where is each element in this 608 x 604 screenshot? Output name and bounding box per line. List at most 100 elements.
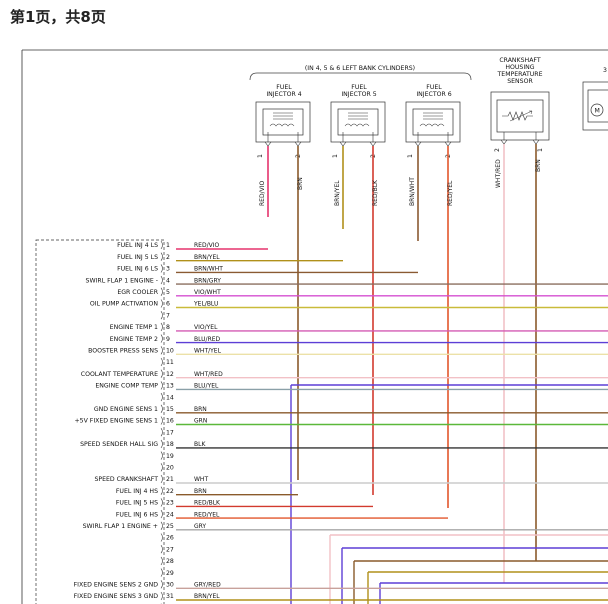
pin-number: 8: [166, 324, 170, 331]
wire-color-label: WHT/YEL: [194, 348, 222, 355]
fuel-injector-5: FUEL INJECTOR 5 1 2: [330, 84, 386, 158]
wire-color-label: RED/BLK: [194, 500, 221, 507]
wire-label-brn-yel: BRN/YEL: [334, 180, 341, 206]
wire-color-label: VIO/WHT: [194, 289, 221, 296]
ecm-pin-row-31: 31 FIXED ENGINE SENS 3 GND BRN/YEL: [74, 591, 608, 601]
pin-number: 19: [166, 453, 174, 460]
pin-number: 11: [166, 359, 174, 366]
wire-color-label: BLK: [194, 441, 206, 448]
wire-color-label: BRN/YEL: [194, 254, 220, 261]
pin-signal-name: FIXED ENGINE SENS 2 GND: [74, 582, 159, 589]
vertical-wire-labels: RED/VIO BRN BRN/YEL RED/BLK BRN/WHT RED/…: [259, 159, 542, 206]
ecm-pin-row-11: 11: [160, 357, 174, 366]
crank-sensor-pin-1: 1: [537, 148, 544, 152]
pin-signal-name: FUEL INJ 6 LS: [117, 266, 158, 273]
partial-component-label: 3: [603, 67, 607, 74]
ecm-pin-row-13: 13 ENGINE COMP TEMP BLU/YEL: [95, 381, 608, 391]
ecm-pin-row-28: 28: [160, 556, 174, 565]
fuel-injector-4-label-2: INJECTOR 4: [266, 91, 301, 98]
crank-sensor-label-2: HOUSING: [505, 64, 534, 71]
ecm-pin-row-14: 14: [160, 392, 174, 401]
wire-color-label: GRN: [194, 418, 207, 425]
pin-number: 15: [166, 406, 174, 413]
wire-color-label: RED/VIO: [194, 242, 219, 249]
ecm-pin-row-4: 4 SWIRL FLAP 1 ENGINE - BRN/GRY: [86, 275, 608, 285]
pin-number: 30: [166, 582, 174, 589]
fuel-injector-4-pin-1: 1: [257, 154, 264, 158]
wire-color-label: WHT: [194, 476, 208, 483]
pin-signal-name: OIL PUMP ACTIVATION: [90, 301, 159, 308]
motor-icon: [590, 103, 604, 117]
pin-number: 31: [166, 593, 174, 600]
pin-number: 26: [166, 535, 174, 542]
pin-signal-name: +5V FIXED ENGINE SENS 1: [74, 418, 158, 425]
pin-signal-name: SPEED SENDER HALL SIG: [80, 441, 158, 448]
pin-signal-name: SWIRL FLAP 1 ENGINE -: [86, 277, 158, 284]
fuel-injector-5-label-1: FUEL: [351, 84, 367, 91]
fuel-injector-5-pin-1: 1: [332, 154, 339, 158]
pin-number: 13: [166, 383, 174, 390]
svg-text:M: M: [595, 108, 600, 115]
crank-sensor-label-3: TEMPERATURE: [497, 71, 543, 78]
pin-signal-name: FUEL INJ 4 HS: [116, 488, 158, 495]
wire-label-red-blk: RED/BLK: [372, 179, 379, 206]
pin-number: 24: [166, 511, 174, 518]
fuel-injector-6-label-1: FUEL: [426, 84, 442, 91]
pin-number: 28: [166, 558, 174, 565]
pin-signal-name: ENGINE TEMP 2: [110, 336, 158, 343]
pin-signal-name: FIXED ENGINE SENS 3 GND: [74, 593, 159, 600]
wire-color-label: WHT/RED: [194, 371, 223, 378]
wire-color-label: GRY/RED: [194, 582, 221, 589]
wire-color-label: BRN/YEL: [194, 593, 220, 600]
wire-color-label: BLU/YEL: [194, 383, 219, 390]
ecm-pin-row-27: 27: [160, 545, 174, 553]
fuel-injector-4-label-1: FUEL: [276, 84, 292, 91]
wire-label-brn-2: BRN: [535, 159, 542, 172]
pin-signal-name: ENGINE TEMP 1: [110, 324, 158, 331]
ecm-connector: [35, 239, 165, 604]
ecm-pin-row-17: 17: [160, 428, 174, 436]
vertical-wires: [267, 144, 537, 583]
partial-motor-component: 3 M: [582, 67, 608, 131]
ecm-pin-row-25: 25 SWIRL FLAP 1 ENGINE + GRY: [83, 521, 608, 531]
pin-signal-name: COOLANT TEMPERATURE: [81, 371, 158, 378]
pin-number: 21: [166, 476, 174, 483]
ecm-pin-row-29: 29: [160, 568, 174, 577]
pin-number: 4: [166, 277, 170, 284]
pin-signal-name: ENGINE COMP TEMP: [95, 383, 158, 390]
fuel-injector-4: FUEL INJECTOR 4 1 2: [255, 84, 311, 158]
crankshaft-housing-temperature-sensor: CRANKSHAFT HOUSING TEMPERATURE SENSOR 2 …: [490, 57, 550, 152]
crank-sensor-pin-2: 2: [494, 148, 501, 152]
pin-number: 25: [166, 523, 174, 530]
pin-signal-name: FUEL INJ 6 HS: [116, 511, 158, 518]
ecm-pin-row-26: 26: [160, 533, 174, 542]
pin-number: 2: [166, 254, 170, 261]
ecm-pin-row-19: 19: [160, 451, 174, 460]
ecm-pin-row-20: 20: [160, 463, 174, 472]
pin-number: 9: [166, 336, 170, 343]
bank-bracket: [249, 72, 472, 81]
bank-label: (IN 4, 5 & 6 LEFT BANK CYLINDERS): [305, 65, 415, 72]
pin-number: 20: [166, 465, 174, 472]
wire-color-label: RED/YEL: [194, 511, 220, 518]
wire-color-label: BRN: [194, 488, 207, 495]
pin-number: 12: [166, 371, 174, 378]
wire-color-label: GRY: [194, 523, 206, 530]
wire-color-label: BRN/GRY: [194, 277, 221, 284]
ecm-pin-row-24: 24 FUEL INJ 6 HS RED/YEL: [116, 509, 448, 519]
pin-signal-name: SWIRL FLAP 1 ENGINE +: [83, 523, 158, 530]
fuel-injector-6: FUEL INJECTOR 6 1 2: [405, 84, 461, 158]
wire-label-brn-1: BRN: [297, 177, 304, 190]
wire-color-label: BRN/WHT: [194, 266, 223, 273]
crank-sensor-label-4: SENSOR: [507, 78, 533, 85]
pin-number: 6: [166, 301, 170, 308]
